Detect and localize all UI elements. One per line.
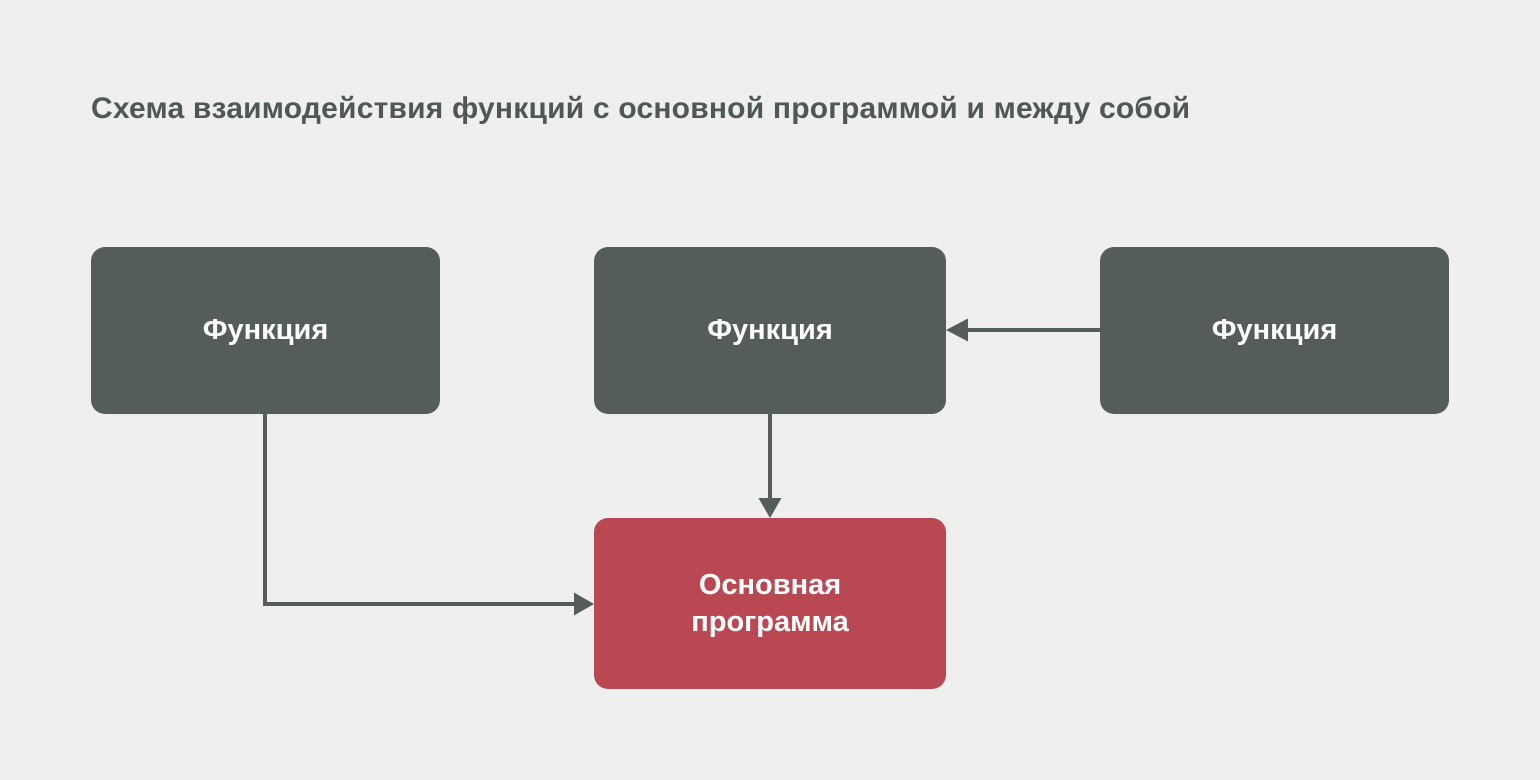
node-function-middle-label: Функция <box>707 314 833 347</box>
edge-function-middle-to-main-program <box>758 414 782 518</box>
edge-function-left-to-main-program <box>263 414 594 616</box>
node-main-program-label: Основная программа <box>691 569 849 638</box>
node-function-right: Функция <box>1100 247 1449 414</box>
node-function-left: Функция <box>91 247 440 414</box>
edge-function-right-to-function-middle <box>946 318 1100 342</box>
node-function-middle: Функция <box>594 247 946 414</box>
node-function-right-label: Функция <box>1211 314 1338 347</box>
diagram-title: Схема взаимодействия функций с основной … <box>91 92 1191 125</box>
node-main-program: Основная программа <box>594 518 946 689</box>
node-function-left-label: Функция <box>202 314 329 347</box>
